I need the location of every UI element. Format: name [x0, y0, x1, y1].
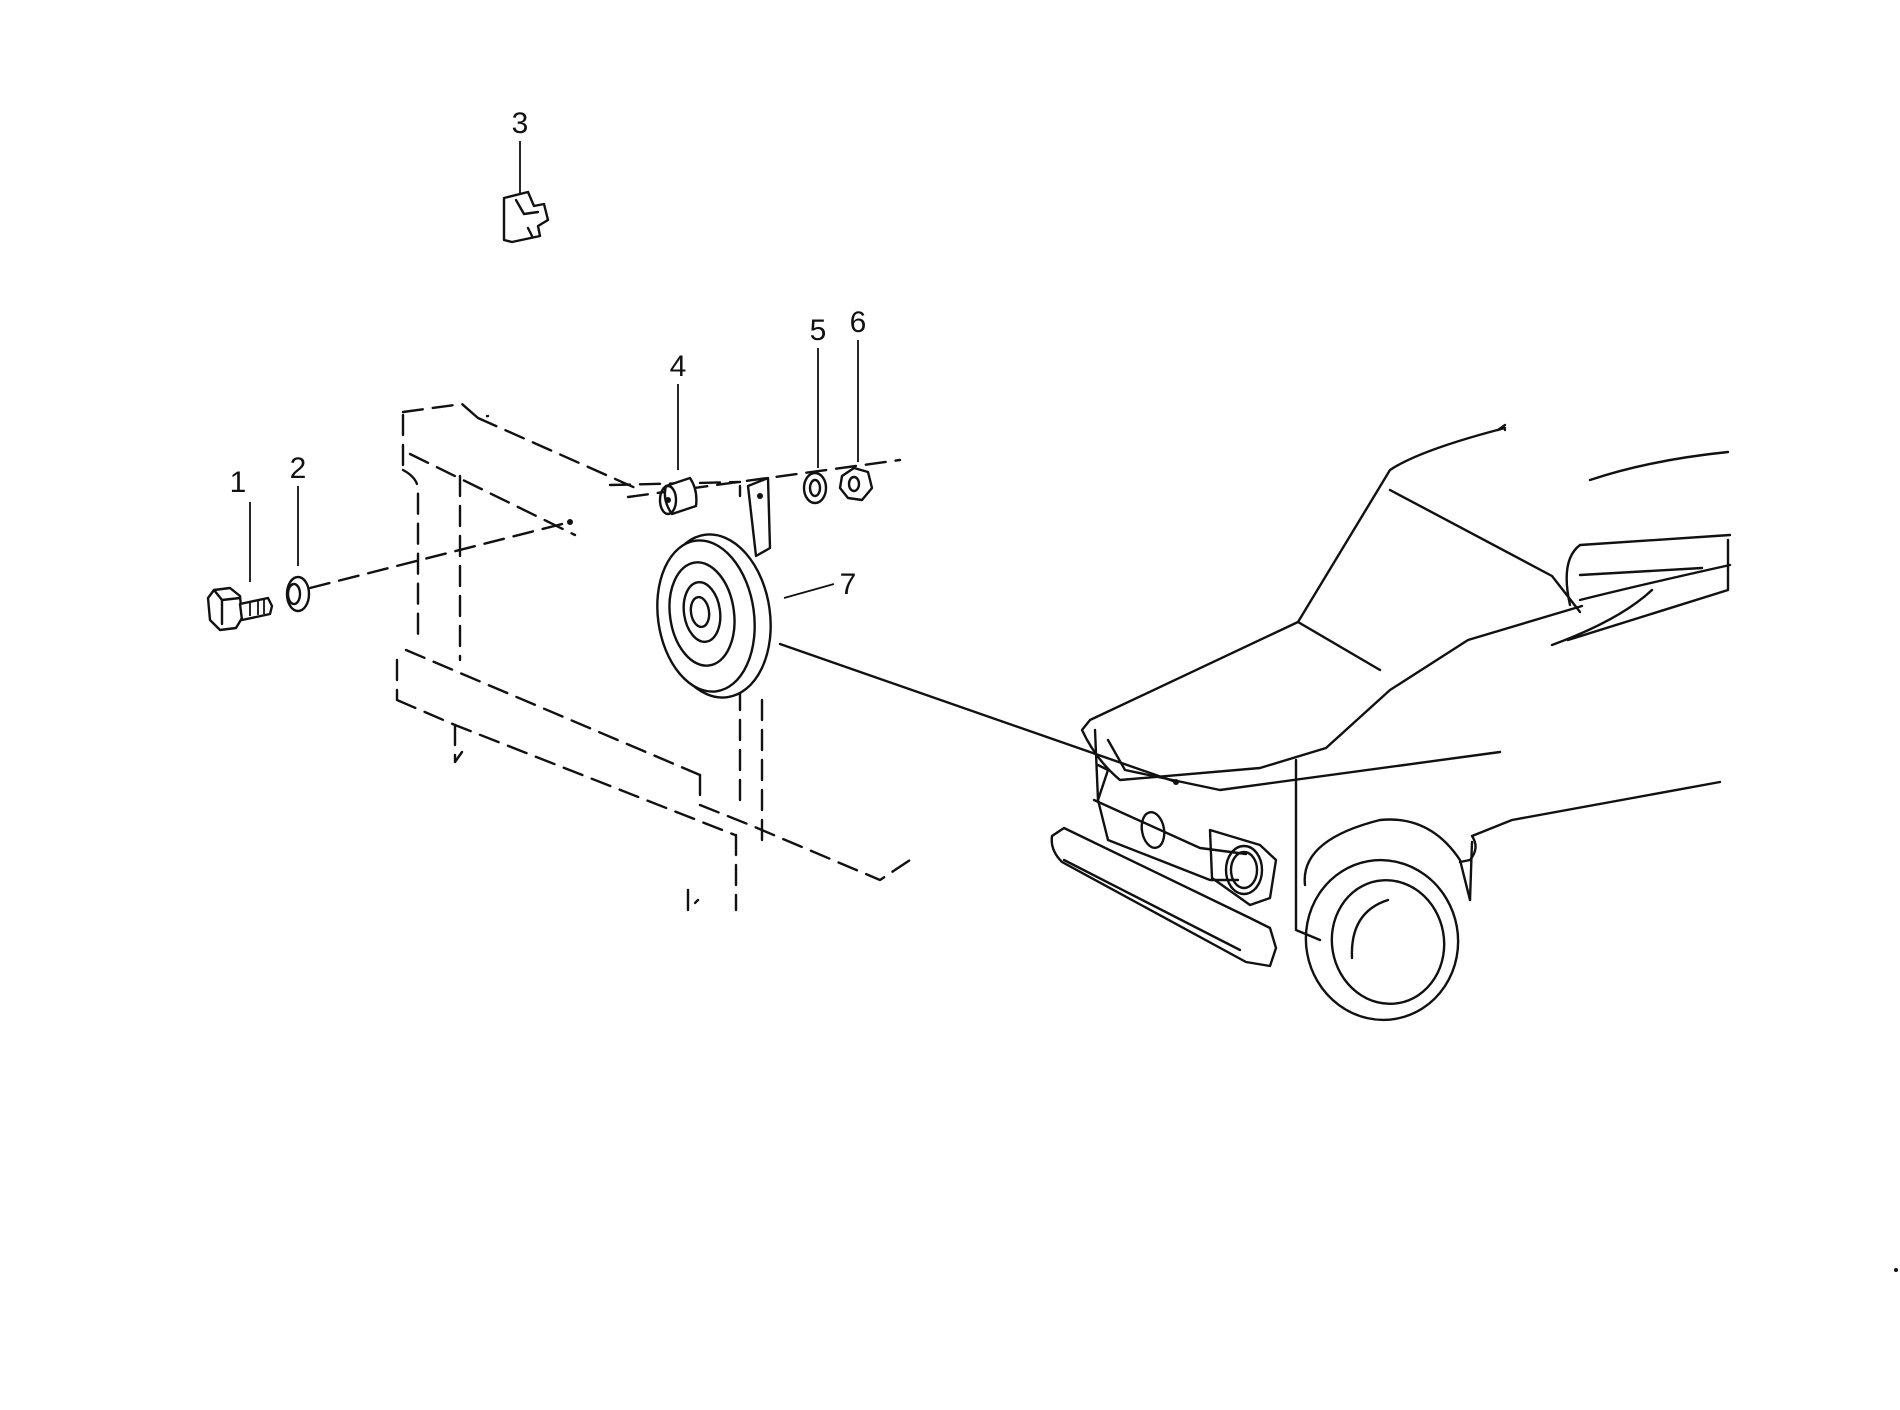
spacer-sleeve-part-4 [658, 476, 698, 516]
callout-4: 4 [670, 350, 687, 470]
callout-number-5: 5 [810, 314, 827, 347]
callout-6: 6 [850, 306, 867, 462]
mounting-panel-phantom [395, 402, 912, 912]
spring-washer-part-5 [802, 471, 828, 505]
callout-5: 5 [810, 314, 827, 468]
callout-7: 7 [783, 568, 857, 601]
callout-number-2: 2 [290, 452, 307, 485]
washer-part-2 [285, 575, 311, 613]
callout-1: 1 [230, 466, 251, 582]
callout-number-1: 1 [230, 466, 247, 499]
callout-number-7: 7 [840, 568, 857, 601]
callout-number-3: 3 [512, 107, 529, 140]
hex-nut-part-6 [838, 466, 874, 502]
callout-3: 3 [512, 107, 529, 194]
clip-part-3 [502, 190, 550, 244]
horn-part-7 [656, 476, 772, 699]
vehicle-outline [1050, 423, 1732, 1022]
scan-mark [1894, 1268, 1898, 1272]
hex-bolt-part-1 [206, 586, 274, 632]
callout-number-6: 6 [850, 306, 867, 339]
location-leader-line [778, 642, 1179, 785]
callout-number-4: 4 [670, 350, 687, 383]
callout-2: 2 [290, 452, 307, 566]
